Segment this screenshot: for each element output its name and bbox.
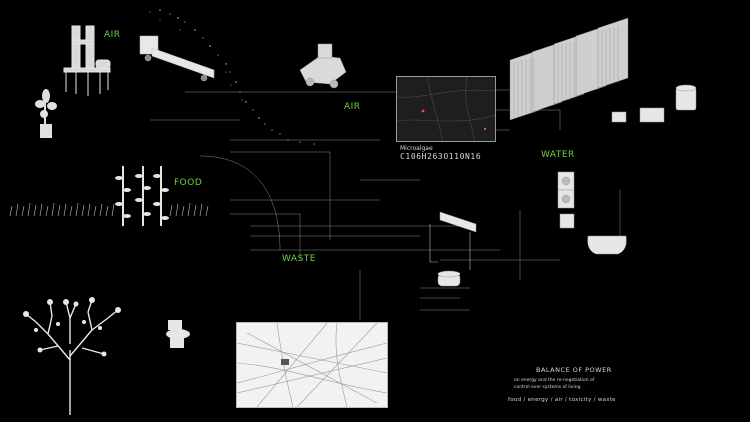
- waste-label: WASTE: [282, 254, 316, 264]
- potted-plant-illustration: [35, 89, 57, 138]
- microalgae-formula: C106H263O110N16: [400, 152, 482, 161]
- corn-plants-illustration: [115, 166, 169, 226]
- algae-processing-illustration: [437, 211, 477, 287]
- aerial-map-texture: [396, 76, 496, 142]
- bathroom-fixtures-illustration: [559, 213, 627, 255]
- flatbed-truck-illustration: [139, 35, 215, 82]
- water-tanks-illustration: [611, 84, 697, 123]
- microalgae-name: Microalgae: [400, 145, 433, 152]
- street-map-drawing: [236, 322, 388, 408]
- food-label: FOOD: [174, 178, 203, 188]
- tree-illustration: [25, 299, 119, 415]
- water-label: WATER: [541, 150, 575, 160]
- washer-dryer-illustration: [557, 171, 575, 209]
- photobioreactor-panels-illustration: [509, 17, 629, 121]
- aerial-map-panel: [396, 76, 496, 142]
- street-map-panel: [236, 322, 388, 408]
- tree-foliage: [23, 297, 121, 357]
- title-block-subtitle-2: control over systems of living: [514, 385, 581, 390]
- title-block-tags: food / energy / air / toxicity / waste: [508, 397, 616, 403]
- title-block-subtitle-1: on energy and the re-negotiation of: [514, 378, 595, 383]
- air-label-left: AIR: [104, 30, 121, 40]
- skid-loader-illustration: [299, 43, 347, 89]
- toilet-illustration: [166, 320, 190, 348]
- lift-structure-illustration: [63, 25, 111, 96]
- particle-trail: [149, 9, 315, 145]
- title-block-title: BALANCE OF POWER: [536, 366, 612, 374]
- grass-strip-illustration: [9, 202, 209, 217]
- air-label-right: AIR: [344, 102, 361, 112]
